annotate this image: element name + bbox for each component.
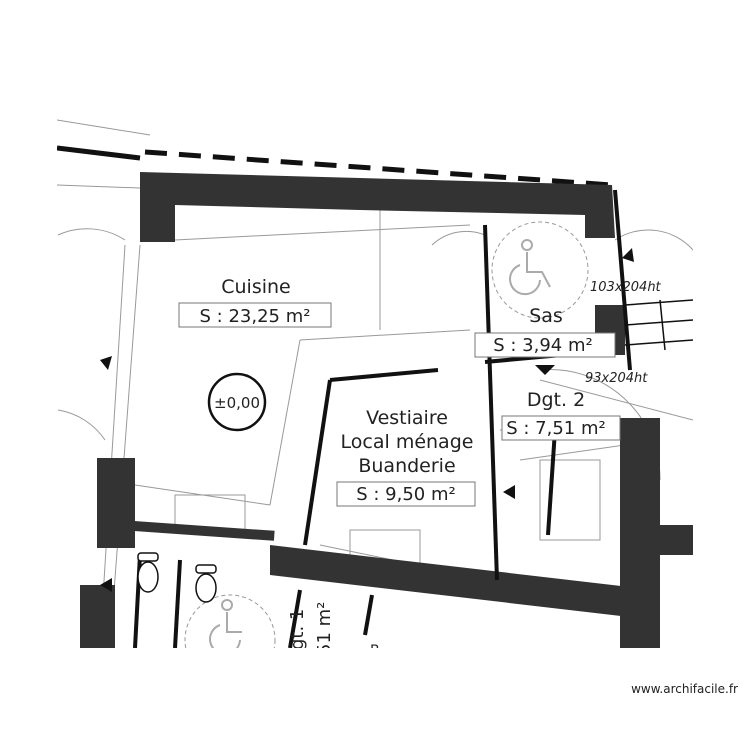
room-name-dgt2: Dgt. 2 [527,389,585,411]
room-name-line: Buanderie [358,455,455,477]
level-marker [207,372,267,432]
area-box [501,415,621,441]
area-box [336,481,476,507]
toilet-icon [137,552,217,603]
level-value: ±0,00 [214,394,260,412]
roof-dashed-line [144,149,613,188]
wall-line [57,145,141,161]
wheelchair-icon [509,239,551,296]
door-dimension: 103x204ht [590,280,662,295]
walls [80,172,693,648]
room-area-dgt1-partial: 51 m² [314,602,335,655]
room-name-dgt1-partial: gt. 1 [287,609,308,650]
area-box [178,302,332,328]
watermark: www.archifacile.fr [631,682,738,696]
room-name-line: Vestiaire [366,407,448,429]
room-area-vestiaire: S : 9,50 m² [356,484,455,505]
partial-label: B [370,643,380,659]
wheelchair-icon [209,599,242,648]
stairs [624,299,693,351]
door-dimension: 93x204ht [585,371,648,386]
room-area-sas: S : 3,94 m² [493,335,592,356]
area-box [474,332,616,358]
room-name-line: Local ménage [341,431,474,453]
room-area-cuisine: S : 23,25 m² [200,306,311,327]
door-arrow-icon [100,248,634,592]
room-name-sas: Sas [529,305,563,327]
room-name-cuisine: Cuisine [221,276,291,298]
room-area-dgt2: S : 7,51 m² [506,418,605,439]
